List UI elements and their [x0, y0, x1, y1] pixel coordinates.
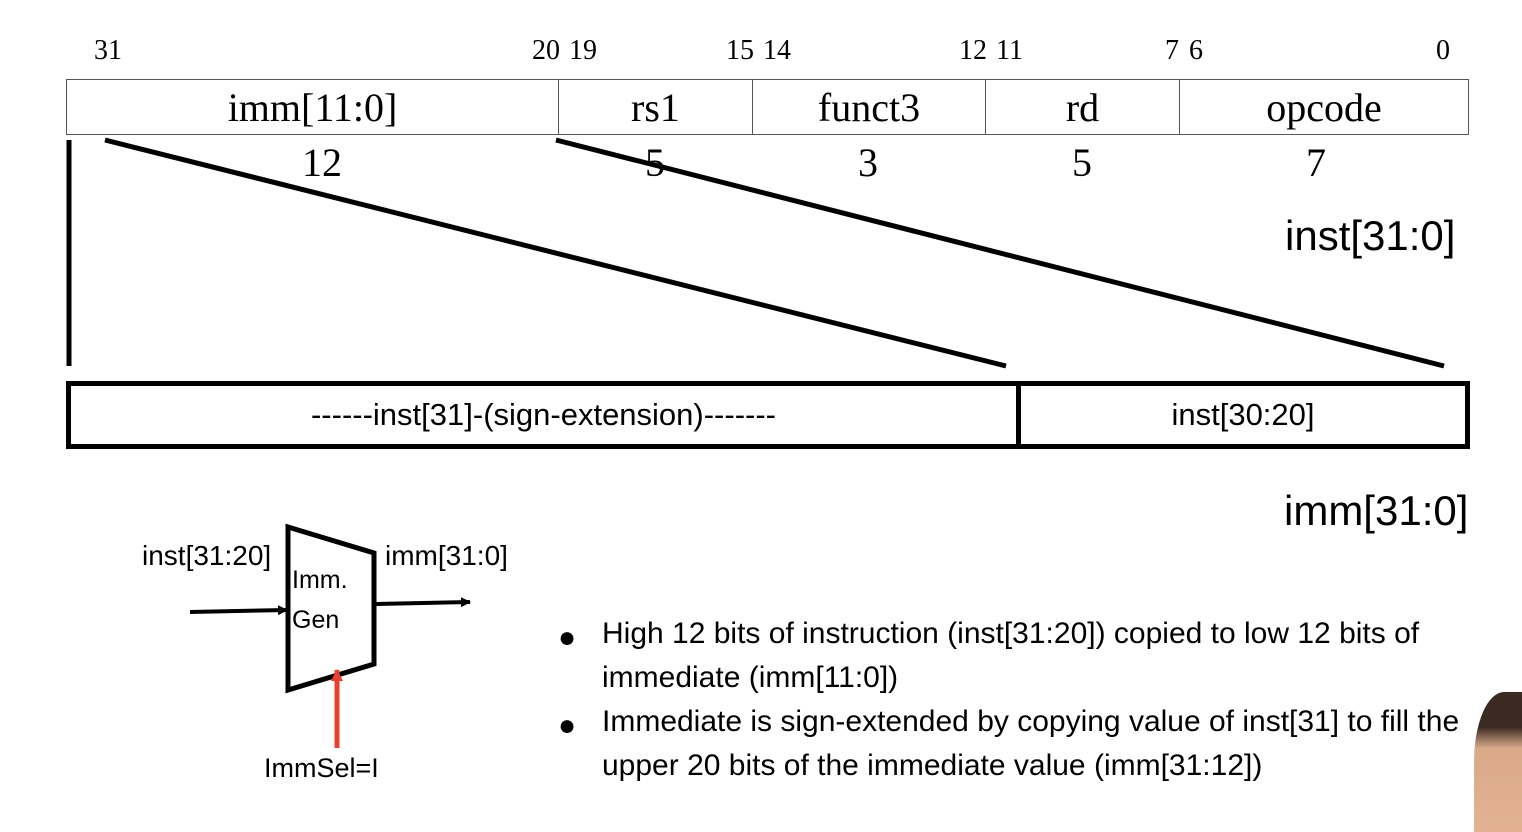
- bit-number-14: 14: [763, 35, 791, 66]
- field-opcode-label: opcode: [1266, 84, 1382, 130]
- imm-low-label: inst[30:20]: [1171, 397, 1315, 432]
- bullet-item: ● High 12 bits of instruction (inst[31:2…: [556, 612, 1516, 700]
- field-funct3-label: funct3: [817, 84, 921, 130]
- bullet-dot-icon: ●: [558, 709, 577, 742]
- bit-number-7: 7: [1165, 35, 1179, 66]
- immgen-block: [285, 523, 377, 694]
- width-rs1: 5: [645, 140, 665, 185]
- immgen-input-arrow: [189, 605, 288, 616]
- width-imm: 12: [302, 140, 342, 185]
- bit-number-19: 19: [569, 35, 597, 66]
- bit-number-11: 11: [996, 35, 1023, 66]
- immgen-output-arrow: [375, 597, 471, 608]
- field-imm: imm[11:0]: [66, 79, 558, 135]
- field-rs1: rs1: [558, 79, 752, 135]
- sign-extension-label: ------inst[31]-(sign-extension)-------: [310, 397, 776, 432]
- bullet-dot-icon: ●: [558, 621, 577, 654]
- field-imm-label: imm[11:0]: [227, 84, 398, 130]
- inst-label: inst[31:0]: [1285, 212, 1456, 259]
- bit-number-31: 31: [94, 35, 122, 66]
- field-rd: rd: [985, 79, 1179, 135]
- width-rd: 5: [1072, 140, 1092, 185]
- immsel-label: ImmSel=I: [264, 753, 379, 783]
- bullet-item: ● Immediate is sign-extended by copying …: [556, 700, 1516, 788]
- bit-number-6: 6: [1189, 35, 1203, 66]
- imm-low-box: inst[30:20]: [1016, 381, 1470, 449]
- width-opcode: 7: [1306, 140, 1326, 185]
- sign-extension-box: ------inst[31]-(sign-extension)-------: [66, 381, 1021, 449]
- field-rs1-label: rs1: [631, 84, 680, 130]
- bit-number-12: 12: [959, 35, 987, 66]
- bit-number-20: 20: [532, 35, 560, 66]
- field-rd-label: rd: [1065, 84, 1100, 130]
- imm-label: imm[31:0]: [1284, 487, 1469, 534]
- immgen-label-line1: Imm.: [292, 566, 348, 594]
- field-opcode: opcode: [1179, 79, 1469, 135]
- bit-number-0: 0: [1436, 35, 1450, 66]
- presenter-video-thumbnail: [1474, 692, 1522, 832]
- field-funct3: funct3: [752, 79, 985, 135]
- bit-number-15: 15: [726, 35, 754, 66]
- explanation-bullets: ● High 12 bits of instruction (inst[31:2…: [556, 612, 1516, 788]
- bullet-text: High 12 bits of instruction (inst[31:20]…: [602, 617, 1420, 694]
- immgen-label-line2: Gen: [292, 606, 340, 634]
- imm-high-mapping-line: [104, 137, 1007, 369]
- immgen-input-label: inst[31:20]: [142, 540, 272, 571]
- immgen-output-label: imm[31:0]: [385, 540, 508, 571]
- bullet-text: Immediate is sign-extended by copying va…: [602, 705, 1460, 782]
- imm-low-mapping-line: [555, 137, 1445, 369]
- width-funct3: 3: [858, 140, 878, 185]
